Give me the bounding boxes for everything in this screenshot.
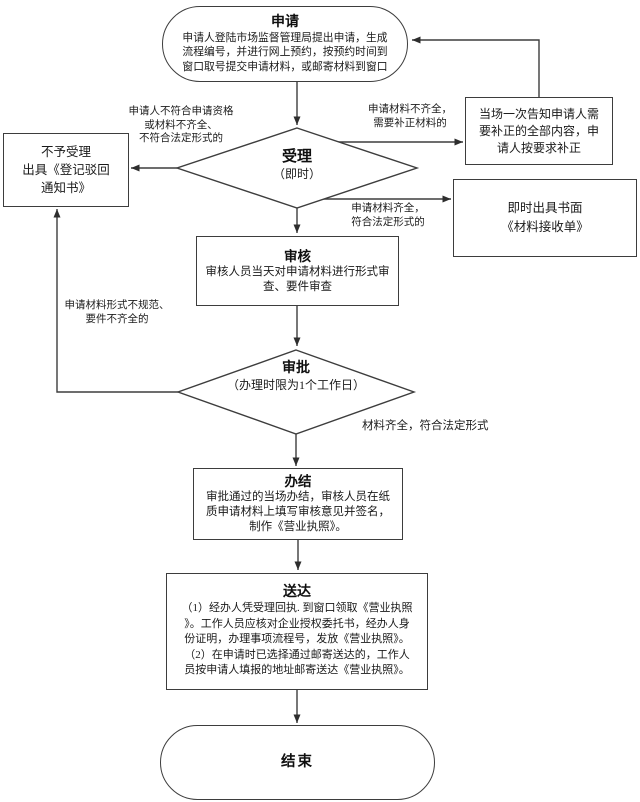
node-deliver-title: 送达 bbox=[283, 585, 311, 601]
node-apply: 申请 申请人登陆市场监督管理局提出申请，生成 流程编号，并进行网上预约，按预约时… bbox=[162, 6, 408, 82]
node-complete-title: 办结 bbox=[284, 474, 312, 489]
edge-label-line: 申请材料不齐全， bbox=[368, 104, 452, 115]
edge-label-line: 申请材料齐全， bbox=[351, 203, 425, 214]
node-reject: 不予受理 出具《登记驳回 通知书》 bbox=[3, 133, 129, 207]
node-receipt-line: 即时出具书面 bbox=[507, 201, 583, 215]
node-deliver-line: 份证明，办理事项流程号，发放《营业执照》。 bbox=[184, 633, 410, 646]
edge-label-complete-legal: 申请材料齐全， 符合法定形式的 bbox=[340, 202, 436, 229]
node-review: 审核 审核人员当天对申请材料进行形式审 查、要件审查 bbox=[196, 236, 399, 306]
edge-label-line: 或材料不齐全、 bbox=[144, 119, 218, 131]
node-end-title: 结束 bbox=[281, 754, 314, 770]
edge-label-incomplete: 申请材料不齐全， 需要补正材料的 bbox=[358, 103, 462, 130]
node-receipt-line: 《材料接收单》 bbox=[501, 220, 589, 234]
edge-label-line: 申请材料形式不规范、 bbox=[64, 300, 170, 311]
node-deliver-line: （2）在申请时已选择通过邮寄送达的，工作人 bbox=[184, 648, 410, 661]
accept-diamond-shape bbox=[174, 127, 420, 209]
node-reject-line: 出具《登记驳回 bbox=[22, 163, 110, 177]
node-correct-line: 要补正的全部内容，申 bbox=[478, 123, 599, 138]
edge-approve-reject bbox=[53, 209, 178, 393]
node-correct-line: 当场一次告知申请人需 bbox=[478, 106, 599, 121]
node-review-line: 审核人员当天对申请材料进行形式审 bbox=[205, 265, 390, 278]
node-end: 结束 bbox=[160, 725, 435, 800]
edge-label-line: 符合法定形式的 bbox=[351, 216, 425, 228]
node-complete: 办结 审批通过的当场办结，审核人员在纸 质申请材料上填写审核意见并签名， 制作《… bbox=[193, 468, 403, 540]
edge-label-line: 不符合法定形式的 bbox=[139, 133, 223, 144]
node-apply-line: 窗口取号提交申请材料，或邮寄材料到窗口 bbox=[182, 60, 388, 73]
node-deliver-line: 员按申请人填报的地址邮寄送达《营业执照》。 bbox=[184, 664, 410, 677]
node-correct: 当场一次告知申请人需 要补正的全部内容，申 请人按要求补正 bbox=[465, 97, 613, 165]
node-complete-line: 制作《营业执照》。 bbox=[249, 521, 347, 533]
approve-diamond-shape bbox=[175, 349, 417, 435]
node-apply-line: 流程编号，并进行网上预约，按预约时间到 bbox=[182, 46, 388, 59]
node-apply-title: 申请 bbox=[271, 14, 299, 30]
node-deliver: 送达 （1）经办人凭受理回执. 到窗口领取《营业执照 》。工作人员应核对企业授权… bbox=[166, 573, 428, 690]
edge-label-line: 申请人不符合申请资格 bbox=[128, 106, 234, 117]
node-complete-line: 质申请材料上填写审核意见并签名， bbox=[206, 506, 390, 518]
node-receipt: 即时出具书面 《材料接收单》 bbox=[453, 179, 637, 257]
node-deliver-line: （1）经办人凭受理回执. 到窗口领取《营业执照 bbox=[181, 602, 413, 615]
node-review-line: 查、要件审查 bbox=[263, 280, 332, 293]
node-reject-line: 通知书》 bbox=[40, 181, 91, 195]
edge-correct-apply bbox=[412, 36, 540, 97]
edge-label-not-qualified: 申请人不符合申请资格 或材料不齐全、 不符合法定形式的 bbox=[118, 105, 244, 146]
node-review-title: 审核 bbox=[284, 248, 311, 264]
edge-label-line: 需要补正材料的 bbox=[373, 117, 447, 129]
node-apply-line: 申请人登陆市场监督管理局提出申请，生成 bbox=[182, 31, 388, 44]
node-deliver-line: 》。工作人员应核对企业授权委托书，经办人身 bbox=[184, 617, 410, 630]
node-complete-line: 审批通过的当场办结，审核人员在纸 bbox=[206, 491, 390, 503]
edge-label-materials-ok: 材料齐全，符合法定形式 bbox=[362, 420, 489, 432]
node-reject-line: 不予受理 bbox=[40, 145, 91, 159]
edge-label-form-invalid: 申请材料形式不规范、 要件不齐全的 bbox=[54, 299, 180, 326]
edge-label-line: 要件不齐全的 bbox=[85, 313, 149, 325]
node-correct-line: 请人按要求补正 bbox=[496, 140, 581, 155]
